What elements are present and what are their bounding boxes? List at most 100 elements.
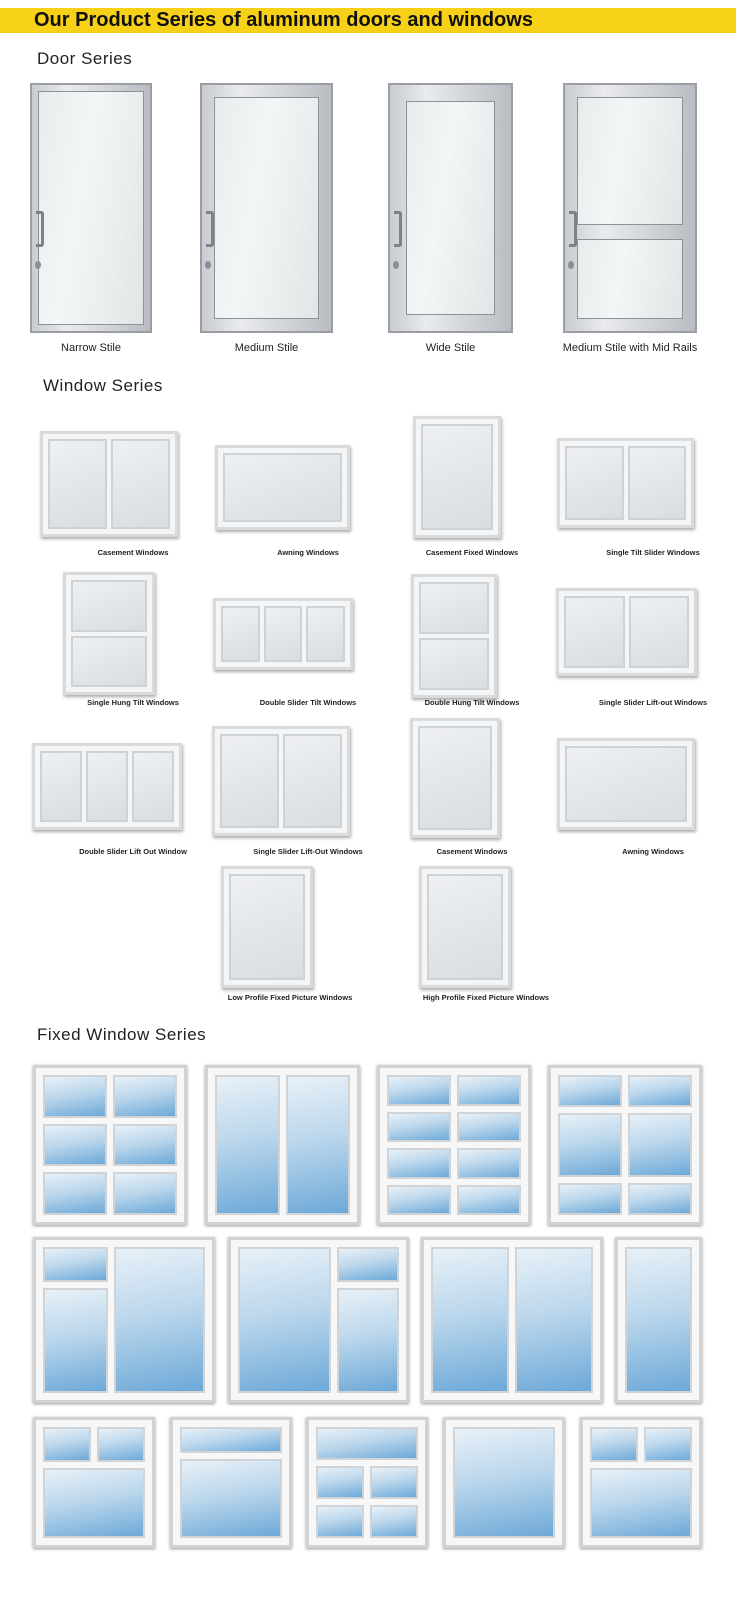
- window-product: [63, 572, 155, 695]
- window-pane: [419, 638, 489, 690]
- window-pane: [113, 1075, 177, 1118]
- door-label: Medium Stile: [234, 342, 299, 354]
- window-pane: [43, 1075, 107, 1118]
- window-pane: [628, 1183, 692, 1215]
- window-label: Single Tilt Slider Windows: [606, 548, 700, 557]
- window-pane: [387, 1111, 451, 1142]
- window-pane: [263, 606, 303, 662]
- window-product: [410, 718, 500, 838]
- window-pane: [71, 635, 147, 687]
- window-pane: [564, 596, 625, 668]
- window-pane: [114, 1247, 205, 1393]
- window-pane: [223, 453, 342, 522]
- window-pane: [565, 746, 687, 822]
- page-banner-title: Our Product Series of aluminum doors and…: [0, 8, 736, 33]
- door-product: [200, 83, 333, 333]
- window-label: High Profile Fixed Picture Windows: [422, 993, 550, 1002]
- window-pane: [43, 1427, 91, 1462]
- window-pane: [48, 439, 107, 529]
- window-label: Casement Windows: [436, 847, 508, 856]
- window-pane: [316, 1427, 418, 1460]
- fixed-window-product: [170, 1417, 292, 1548]
- window-product: [419, 866, 511, 988]
- fixed-window-product: [580, 1417, 702, 1548]
- door-lock-icon: [393, 261, 399, 269]
- window-pane: [590, 1468, 692, 1538]
- window-pane: [515, 1247, 593, 1393]
- window-pane: [457, 1184, 521, 1215]
- window-pane: [180, 1459, 282, 1538]
- window-pane: [43, 1247, 108, 1282]
- window-pane: [628, 1113, 692, 1177]
- window-product: [40, 431, 178, 537]
- window-label: Casement Windows: [97, 548, 169, 557]
- fixed-window-product: [228, 1237, 409, 1403]
- window-pane: [628, 1075, 692, 1107]
- window-pane: [316, 1466, 364, 1499]
- door-label: Narrow Stile: [61, 342, 121, 354]
- window-pane: [627, 446, 686, 520]
- door-label: Wide Stile: [425, 342, 476, 354]
- window-pane: [337, 1247, 399, 1282]
- door-handle-icon: [394, 211, 402, 247]
- window-pane: [220, 734, 279, 828]
- door-handle-icon: [206, 211, 214, 247]
- window-pane: [427, 874, 503, 980]
- window-label: Casement Fixed Windows: [425, 548, 519, 557]
- window-pane: [43, 1468, 145, 1538]
- window-product: [221, 866, 313, 988]
- window-pane: [565, 446, 624, 520]
- window-pane: [387, 1148, 451, 1179]
- window-pane: [238, 1247, 331, 1393]
- window-label: Low Profile Fixed Picture Windows: [227, 993, 353, 1002]
- window-pane: [558, 1075, 622, 1107]
- door-product: [30, 83, 152, 333]
- door-glass: [406, 101, 495, 315]
- fixed-window-product: [33, 1237, 215, 1403]
- door-handle-icon: [36, 211, 44, 247]
- fixed-window-product: [33, 1065, 187, 1225]
- window-pane: [221, 606, 260, 662]
- window-pane: [558, 1113, 622, 1177]
- window-label: Awning Windows: [622, 847, 684, 856]
- window-pane: [113, 1123, 177, 1167]
- fixed-window-product: [377, 1065, 531, 1225]
- window-pane: [421, 424, 493, 530]
- door-handle-icon: [569, 211, 577, 247]
- window-pane: [644, 1427, 692, 1462]
- window-pane: [457, 1075, 521, 1106]
- window-label: Single Slider Lift-out Windows: [598, 698, 708, 707]
- window-pane: [215, 1075, 280, 1215]
- fixed-window-product: [33, 1417, 155, 1548]
- window-pane: [387, 1184, 451, 1215]
- window-pane: [132, 751, 174, 822]
- window-pane: [337, 1288, 399, 1393]
- window-pane: [71, 580, 147, 632]
- window-label: Single Slider Lift-Out Windows: [253, 847, 363, 856]
- window-pane: [457, 1148, 521, 1179]
- window-label: Awning Windows: [277, 548, 339, 557]
- window-pane: [431, 1247, 509, 1393]
- door-glass-upper: [577, 97, 683, 225]
- door-glass: [214, 97, 319, 319]
- window-label: Single Hung Tilt Windows: [87, 698, 179, 707]
- window-pane: [316, 1505, 364, 1538]
- window-pane: [625, 1247, 692, 1393]
- door-series-heading: Door Series: [37, 49, 133, 68]
- fixed-window-series-heading: Fixed Window Series: [37, 1025, 207, 1044]
- window-pane: [590, 1427, 638, 1462]
- window-series-heading: Window Series: [43, 376, 163, 395]
- window-pane: [43, 1123, 107, 1167]
- fixed-window-product: [615, 1237, 702, 1403]
- window-pane: [419, 582, 489, 634]
- window-pane: [387, 1075, 451, 1106]
- window-product: [557, 738, 695, 830]
- door-product: [388, 83, 513, 333]
- fixed-window-product: [421, 1237, 603, 1403]
- window-pane: [43, 1288, 108, 1393]
- fixed-window-product: [205, 1065, 360, 1225]
- window-pane: [229, 874, 305, 980]
- window-pane: [453, 1427, 555, 1538]
- window-pane: [370, 1466, 418, 1499]
- window-product: [556, 588, 697, 676]
